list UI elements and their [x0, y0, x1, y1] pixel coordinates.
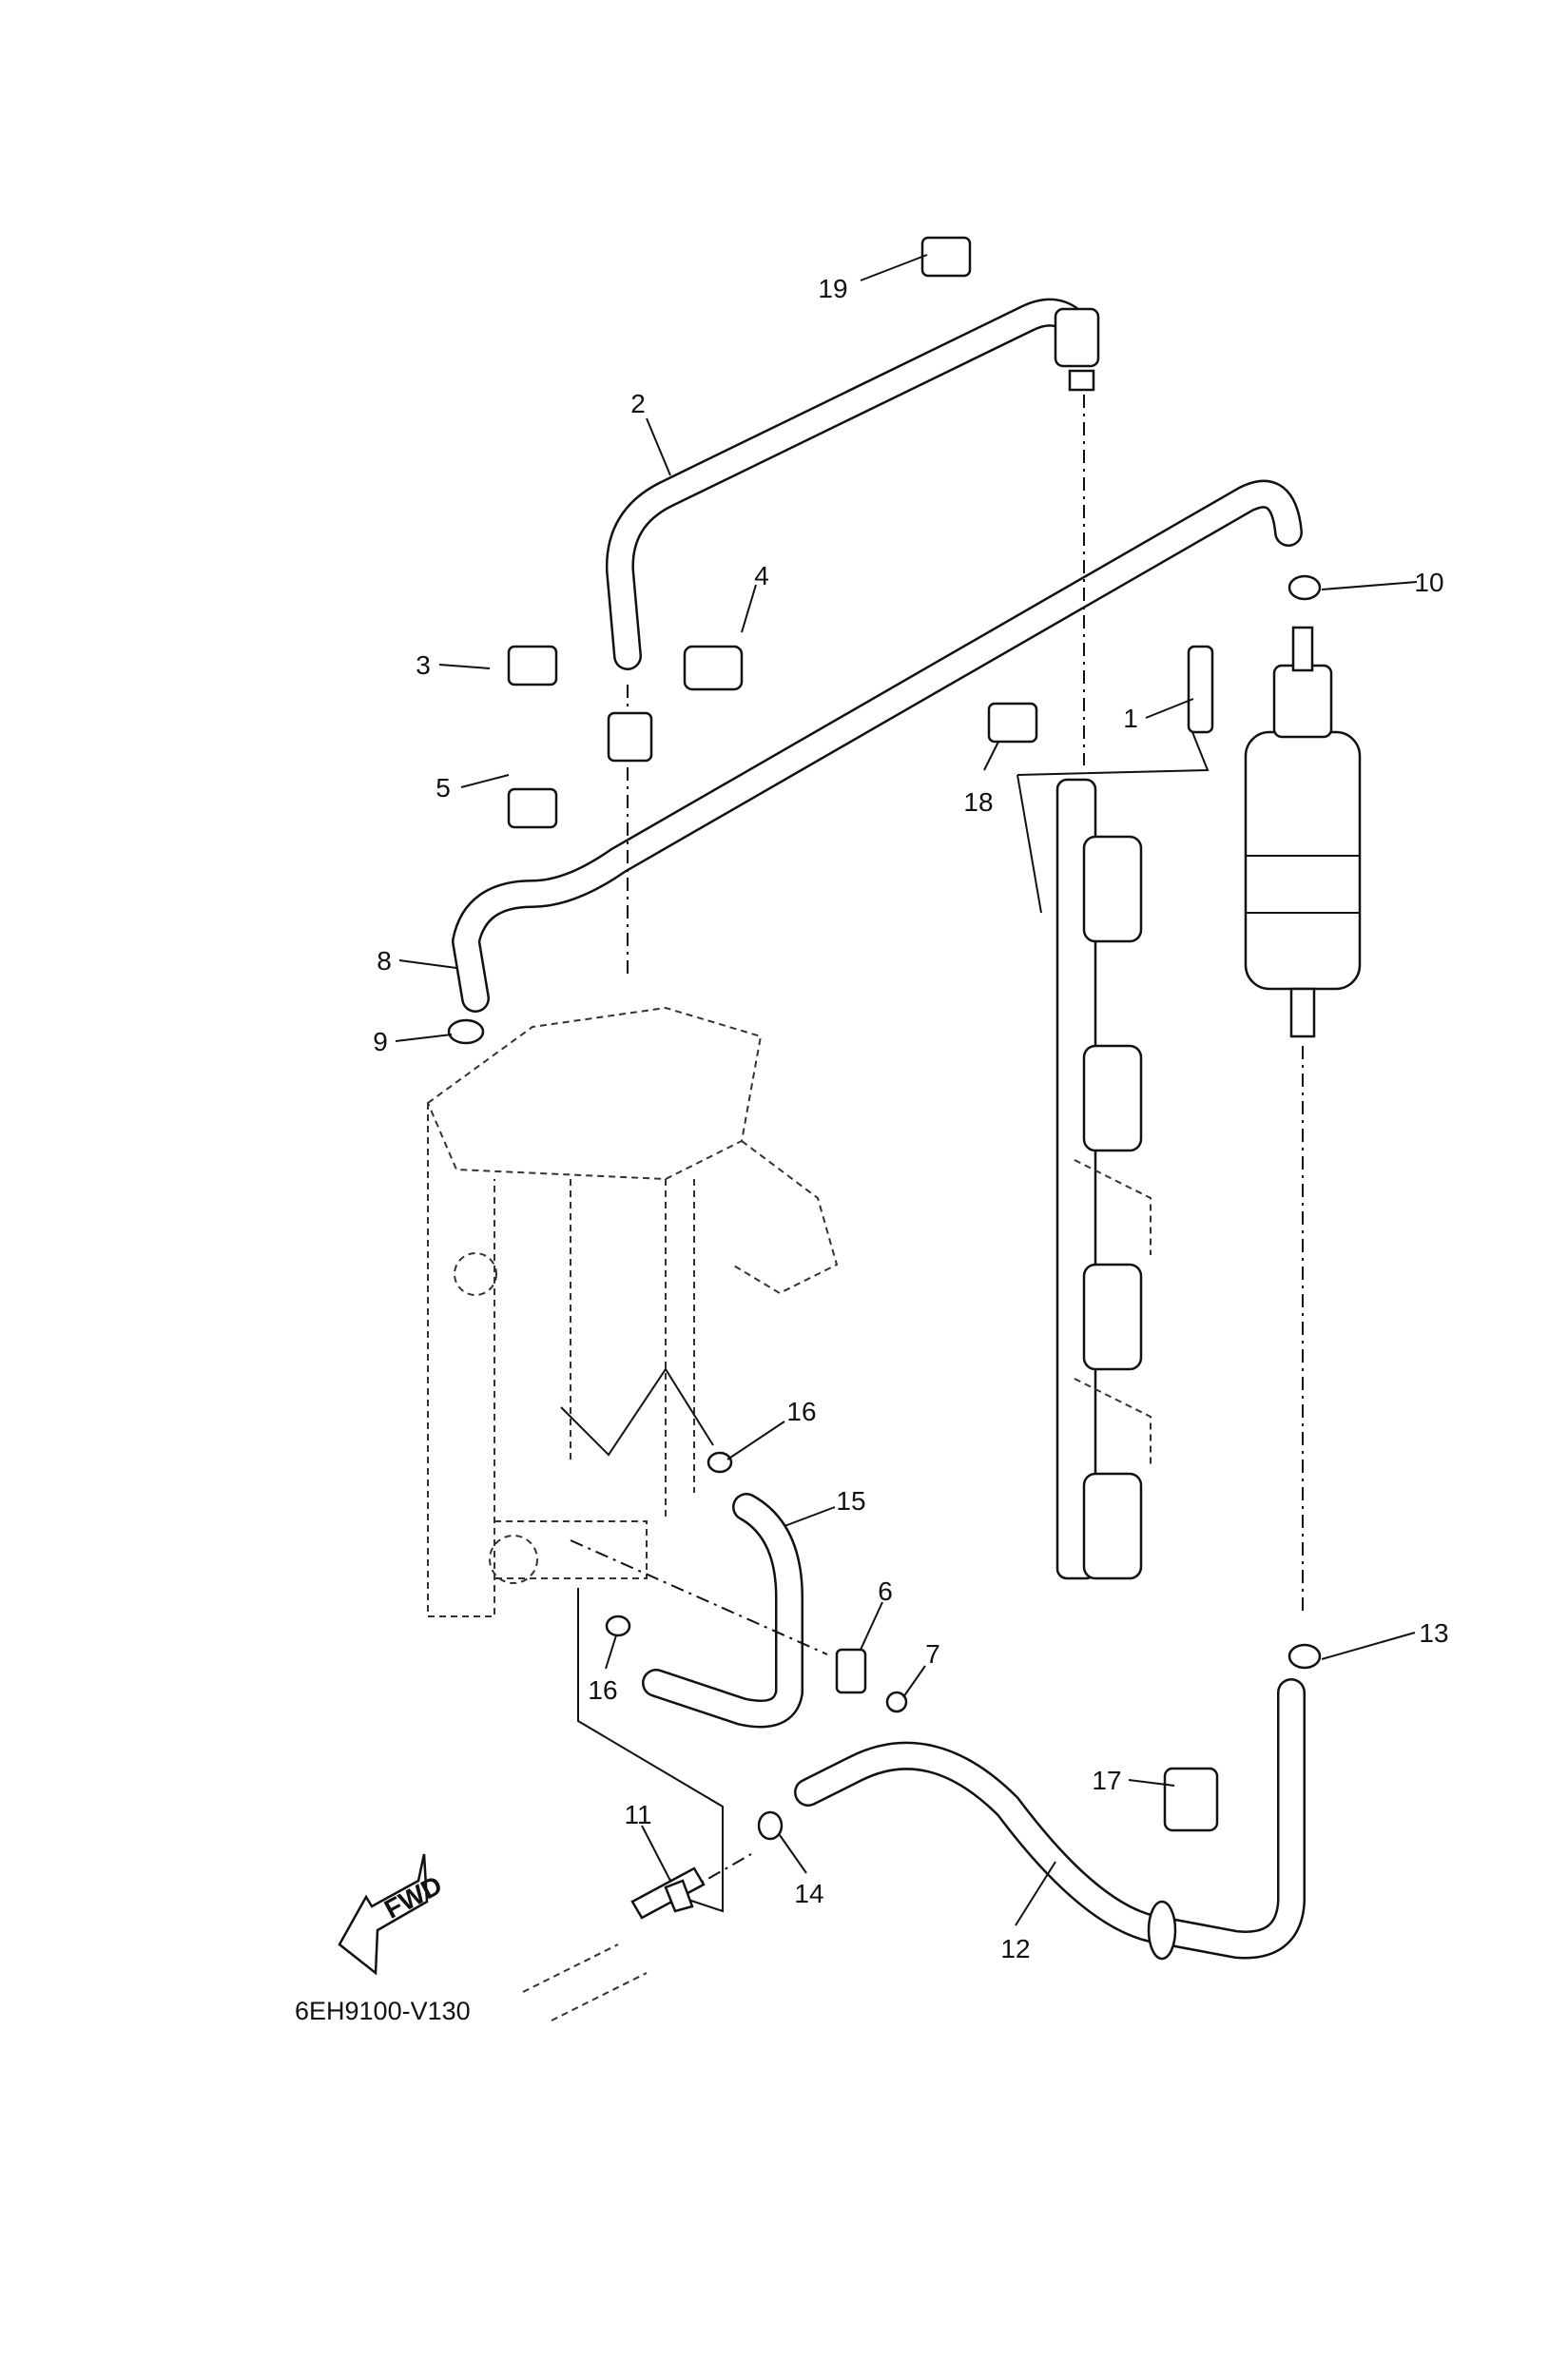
leader-lines — [395, 254, 1418, 1926]
hose-12 — [794, 1678, 1306, 1961]
callouts: 19 2 4 3 10 1 18 5 8 9 16 15 6 7 16 13 1… — [373, 274, 1448, 1963]
ghost-hose — [522, 1943, 648, 2021]
engine-block-outline — [426, 1006, 839, 1617]
callout-16-lower: 16 — [588, 1675, 617, 1705]
callout-12: 12 — [1000, 1934, 1030, 1963]
callout-17: 17 — [1092, 1766, 1121, 1795]
fwd-direction-arrow: FWD — [338, 1853, 447, 1976]
fuel-rail — [1055, 778, 1152, 1580]
hose-8 — [452, 479, 1303, 1013]
callout-9: 9 — [373, 1027, 388, 1056]
callout-1: 1 — [1123, 704, 1138, 733]
callout-18: 18 — [963, 787, 993, 817]
callout-14: 14 — [794, 1879, 823, 1908]
clips-and-clamps — [447, 236, 1322, 1920]
callout-8: 8 — [377, 946, 392, 976]
callout-13: 13 — [1419, 1618, 1448, 1648]
break-line — [560, 1367, 714, 1457]
hose-15 — [642, 1493, 803, 1729]
callout-4: 4 — [754, 561, 769, 590]
callout-11: 11 — [624, 1800, 651, 1829]
hose-2 — [605, 298, 1089, 670]
callout-16-upper: 16 — [786, 1397, 816, 1426]
fwd-label: FWD — [379, 1870, 447, 1924]
callout-2: 2 — [630, 389, 646, 418]
callout-7: 7 — [925, 1639, 940, 1669]
callout-6: 6 — [878, 1576, 893, 1606]
callout-3: 3 — [416, 650, 431, 680]
callout-10: 10 — [1414, 568, 1443, 597]
callout-5: 5 — [436, 773, 451, 802]
fuel-pump — [1244, 626, 1362, 1038]
callout-15: 15 — [836, 1486, 865, 1516]
callout-19: 19 — [818, 274, 847, 303]
diagram-code: 6EH9100-V130 — [295, 1997, 471, 2025]
